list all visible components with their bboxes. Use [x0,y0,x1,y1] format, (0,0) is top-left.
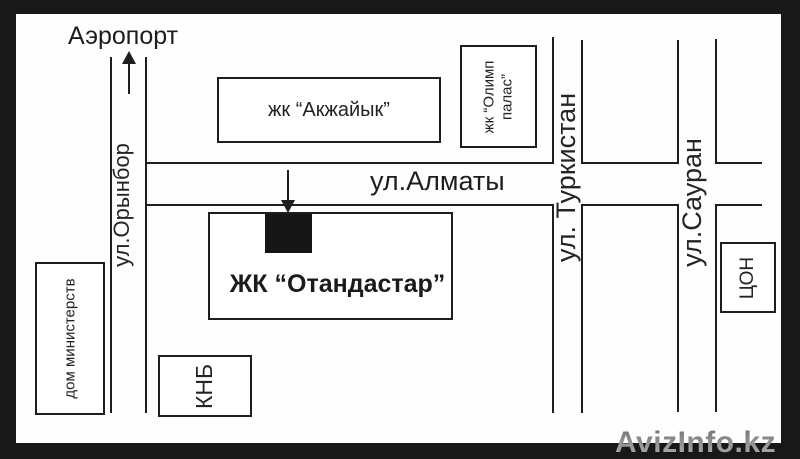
building-otandastar-label: ЖК “Отандастар” [229,270,446,298]
sauran-street-line-left-upper [677,40,679,164]
destination-arrow-icon [287,170,289,202]
almaty-street-line-top-west [147,162,553,164]
airport-arrow-icon [128,63,130,94]
almaty-street-line-bottom-west [147,204,553,206]
building-tson: ЦОН [720,242,776,313]
airport-label: Аэропорт [68,22,179,50]
sauran-street-label: ул.Сауран [677,127,707,277]
building-ministries-label: дом министерств [61,278,79,399]
watermark: AvizInfo.kz [615,426,777,459]
olimp-label-line1: жк “Олимп [480,60,498,133]
almaty-street-line-bottom-east [717,204,762,206]
building-knb: КНБ [158,355,252,417]
sauran-street-line-right-upper [715,39,717,164]
building-akzhaiyk-label: жк “Акжайык” [268,98,390,121]
sauran-street-line-left-lower [677,204,679,412]
orynbor-street-label: ул.Орынбор [107,130,137,280]
almaty-street-label: ул.Алматы [370,166,505,196]
almaty-street-line-bottom-mid [583,204,679,206]
sauran-street-line-right-lower [715,204,717,412]
building-knb-label: КНБ [191,363,218,409]
turkestan-street-label: ул. Туркистан [552,92,582,261]
turkestan-street-line-right-upper [581,40,583,164]
airport-arrow-head-icon [122,51,136,64]
building-otandastar: ЖК “Отандастар” [208,212,453,320]
orynbor-street-line-right [145,57,147,413]
turkestan-street-line-left-lower [552,204,554,413]
building-olimp-palace-label: жк “Олимп палас” [480,60,516,133]
building-ministries: дом министерств [35,262,105,415]
destination-arrow-head-icon [281,200,295,213]
almaty-street-line-top-mid [583,162,679,164]
destination-marker [265,214,312,253]
turkestan-street-line-left-upper [552,37,554,164]
sauran-street-name: ул.Сауран [676,137,707,267]
building-akzhaiyk: жк “Акжайык” [217,77,441,143]
building-olimp-palace: жк “Олимп палас” [460,45,537,148]
turkestan-street-name: ул. Туркистан [551,92,582,262]
orynbor-street-name: ул.Орынбор [109,143,135,267]
building-tson-label: ЦОН [736,256,758,299]
orynbor-street-line-left [110,57,112,413]
turkestan-street-line-right-lower [581,204,583,413]
almaty-street-line-top-east [717,162,762,164]
olimp-label-line2: палас” [498,73,516,120]
